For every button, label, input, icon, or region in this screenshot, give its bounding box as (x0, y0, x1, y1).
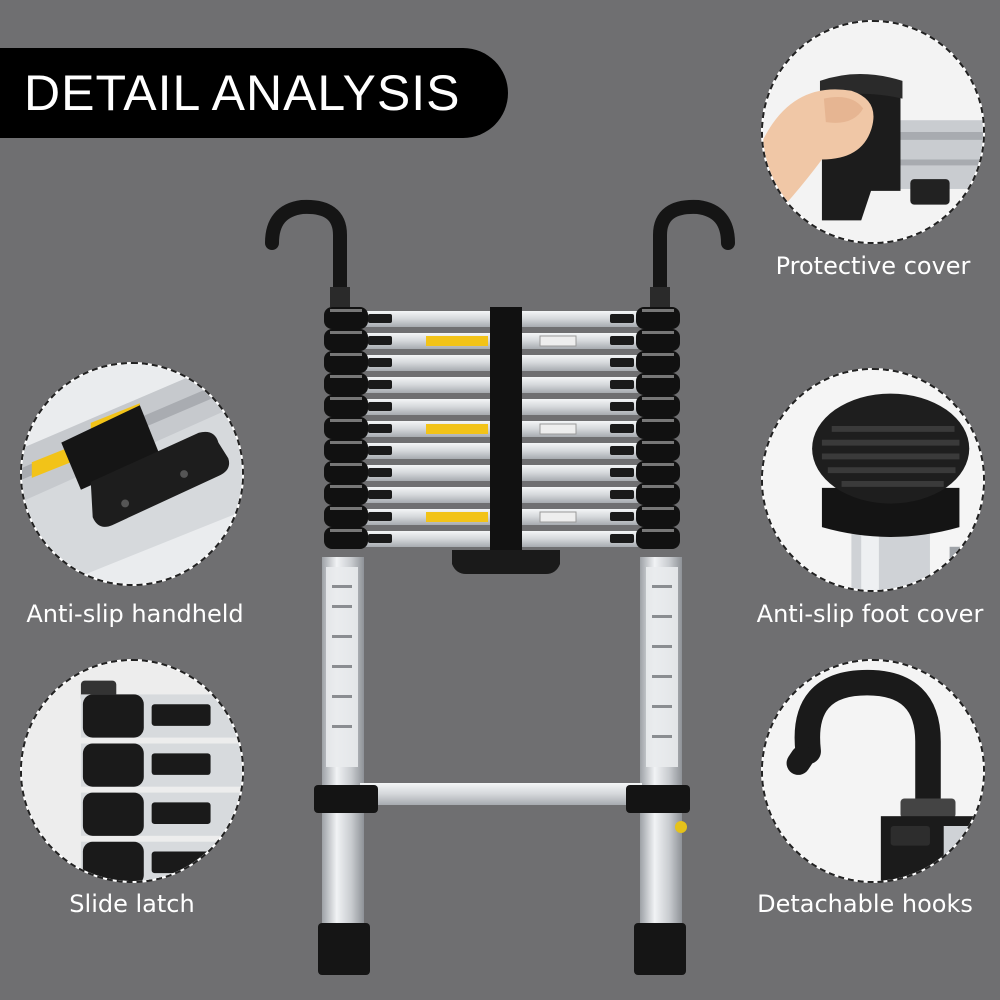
protective-cover-icon (763, 22, 983, 242)
rubber-foot-icon (763, 370, 983, 590)
handheld-strap-icon (22, 364, 242, 584)
warning-label (426, 336, 488, 346)
anti-slip-handheld-detail (20, 362, 244, 586)
caption-anti-slip-foot-cover: Anti-slip foot cover (756, 600, 984, 628)
slide-latch-icon (22, 661, 242, 881)
right-hook (653, 199, 735, 302)
anti-slip-foot-cover-detail (761, 368, 985, 592)
warning-label (426, 424, 488, 434)
hook-icon (763, 661, 983, 881)
caption-anti-slip-handheld: Anti-slip handheld (26, 600, 244, 628)
detachable-hooks-detail (761, 659, 985, 883)
caption-slide-latch: Slide latch (69, 890, 195, 918)
slide-latch-detail (20, 659, 244, 883)
carry-strap (490, 307, 522, 557)
protective-cover-detail (761, 20, 985, 244)
caption-protective-cover: Protective cover (775, 252, 971, 280)
folded-rungs (324, 307, 680, 549)
telescopic-ladder-image (265, 199, 735, 975)
bottom-rung (360, 783, 642, 805)
title-banner: DETAIL ANALYSIS (0, 48, 508, 138)
left-foot (318, 923, 370, 975)
strap-handle (452, 550, 560, 574)
right-foot (634, 923, 686, 975)
page-title: DETAIL ANALYSIS (24, 65, 461, 121)
warning-label (426, 512, 488, 522)
caption-detachable-hooks: Detachable hooks (757, 890, 973, 918)
left-hook (265, 199, 347, 302)
